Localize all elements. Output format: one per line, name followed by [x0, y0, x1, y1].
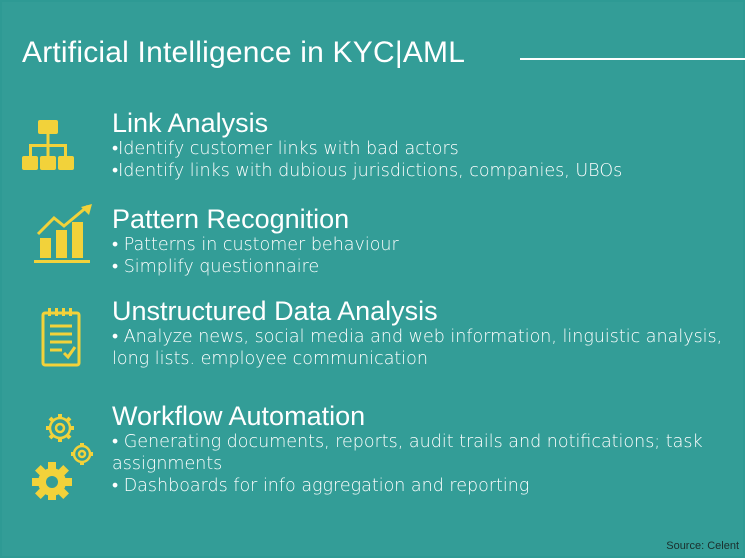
section-heading: Unstructured Data Analysis	[112, 296, 438, 326]
bullet-item: •Identify customer links with bad actors	[112, 139, 459, 159]
section-heading: Pattern Recognition	[112, 204, 350, 234]
section-heading: Link Analysis	[112, 108, 269, 138]
hierarchy-icon	[22, 120, 74, 170]
slide-title: Artificial Intelligence in KYC|AML	[22, 36, 466, 69]
section-heading: Workflow Automation	[112, 401, 366, 431]
growth-chart-icon	[34, 204, 92, 263]
bullet-item: • Generating documents, reports, audit t…	[112, 432, 703, 474]
bullet-item: • Simplify questionnaire	[112, 257, 320, 277]
section-workflow-automation: Workflow Automation • Generating documen…	[112, 401, 737, 497]
bullet-item: • Analyze news, social media and web inf…	[112, 327, 723, 369]
title-divider	[520, 58, 745, 60]
section-pattern-recognition: Pattern Recognition • Patterns in custom…	[112, 204, 399, 278]
bullet-item: • Patterns in customer behaviour	[112, 235, 399, 255]
bullet-item: •Identify links with dubious jurisdictio…	[112, 161, 623, 181]
source-credit: Source: Celent	[666, 540, 739, 552]
bullet-item: • Dashboards for info aggregation and re…	[112, 476, 530, 496]
section-unstructured-data-analysis: Unstructured Data Analysis • Analyze new…	[112, 296, 737, 370]
gears-icon	[32, 414, 93, 500]
notepad-checklist-icon	[41, 308, 81, 367]
section-link-analysis: Link Analysis •Identify customer links w…	[112, 108, 622, 182]
